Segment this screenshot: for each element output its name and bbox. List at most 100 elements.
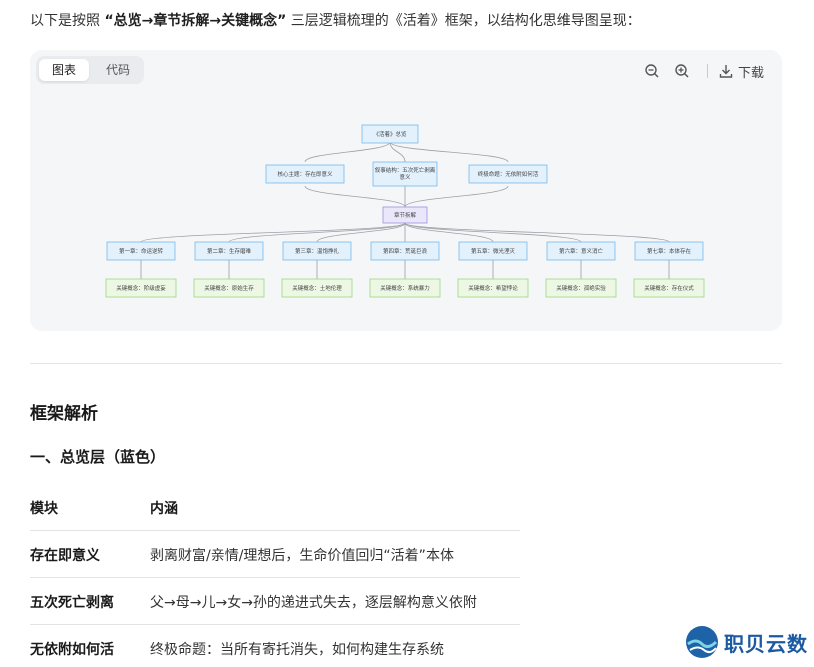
- node-root-label: 《活着》总览: [373, 130, 407, 138]
- node-concept-1-box: [105, 278, 177, 298]
- node-concept-7: 关键概念：存在仪式: [633, 278, 705, 298]
- node-chapter-6-box: [546, 241, 616, 261]
- node-chapter-1-label: 第一章：命运逆转: [119, 247, 164, 255]
- table-row-3-module: 无依附如何活: [30, 642, 114, 658]
- node-overview-2-label: 叙事结构：五次死亡剥离意义: [375, 166, 436, 181]
- node-overview-2-box: [372, 161, 438, 187]
- node-concept-2: 关键概念：原始生存: [193, 278, 265, 298]
- node-root-box: [361, 124, 419, 144]
- table-row-1-module: 存在即意义: [30, 548, 100, 564]
- node-concept-2-box: [193, 278, 265, 298]
- download-icon: [719, 65, 733, 78]
- node-concept-4-label: 关键概念：系统暴力: [380, 284, 430, 292]
- view-switcher: 图表 代码: [36, 56, 144, 84]
- node-chapter-2: 第二章：生存磨难: [194, 241, 264, 261]
- row-divider: [30, 624, 520, 625]
- node-hub-label: 章节拆解: [394, 211, 417, 219]
- edge-root-overview: [389, 141, 406, 163]
- node-chapter-3: 第三章：温饱挣扎: [282, 241, 352, 261]
- toolbar-divider: [706, 64, 708, 78]
- node-overview-2: 叙事结构：五次死亡剥离意义: [372, 161, 438, 187]
- table-row-2-meaning: 父→母→儿→女→孙的递进式失去，逐层解构意义依附: [150, 595, 477, 611]
- header-divider: [30, 530, 520, 531]
- edge-root-overview: [304, 141, 391, 163]
- edge-hub-chapter: [140, 222, 406, 243]
- node-overview-1: 核心主题：存在即意义: [265, 164, 345, 184]
- section-title: 框架解析: [30, 404, 98, 424]
- node-chapter-4: 第四章：荒诞巨浪: [370, 241, 440, 261]
- edge-hub-chapter: [404, 222, 582, 243]
- intro-text: 以下是按照 “总览→章节拆解→关键概念” 三层逻辑梳理的《活着》框架，以结构化思…: [30, 10, 641, 30]
- intro-suffix: 三层逻辑梳理的《活着》框架，以结构化思维导图呈现：: [286, 13, 641, 29]
- table-row-2-module: 五次死亡剥离: [30, 595, 114, 611]
- node-concept-3-label: 关键概念：土地伦理: [292, 284, 342, 292]
- table-row-3-meaning: 终极命题：当所有寄托消失，如何构建生存系统: [150, 642, 444, 658]
- section-divider: [30, 363, 782, 364]
- diagram-panel: 图表 代码 下载 《活着》总览核心主题：存在即意义 叙事结构：五次死亡剥离意义 终极…: [30, 50, 782, 331]
- node-chapter-5-box: [458, 241, 528, 261]
- intro-prefix: 以下是按照: [30, 13, 105, 29]
- table-header-meaning: 内涵: [150, 501, 178, 517]
- node-chapter-7-box: [634, 241, 704, 261]
- edge-overview-hub: [304, 185, 406, 208]
- table-header-module: 模块: [30, 501, 58, 517]
- node-chapter-1-box: [106, 241, 176, 261]
- edge-root-overview: [389, 141, 509, 163]
- table-row-1-meaning: 剥离财富/亲情/理想后，生命价值回归“活着”本体: [150, 548, 454, 564]
- zoom-in-icon[interactable]: [671, 60, 693, 82]
- intro-highlight: “总览→章节拆解→关键概念”: [104, 13, 287, 29]
- node-chapter-2-label: 第二章：生存磨难: [207, 247, 252, 255]
- node-chapter-4-box: [370, 241, 440, 261]
- node-concept-5-label: 关键概念：希望悖论: [468, 284, 518, 292]
- tab-code[interactable]: 代码: [105, 63, 130, 77]
- node-concept-4-box: [369, 278, 441, 298]
- diagram-toolbar: 下载: [633, 60, 764, 82]
- node-concept-5: 关键概念：希望悖论: [457, 278, 529, 298]
- node-concept-6-box: [545, 278, 617, 298]
- node-concept-2-label: 关键概念：原始生存: [204, 284, 254, 292]
- node-concept-3-box: [281, 278, 353, 298]
- node-overview-3-box: [468, 164, 548, 184]
- node-chapter-5-label: 第五章：微光湮灭: [471, 247, 516, 255]
- node-concept-3: 关键概念：土地伦理: [281, 278, 353, 298]
- edge-overview-hub: [404, 185, 509, 208]
- edge-hub-chapter: [404, 222, 670, 243]
- node-overview-3: 终极命题：无依附如何活: [468, 164, 548, 184]
- edge-hub-chapter: [316, 222, 406, 243]
- node-overview-3-label: 终极命题：无依附如何活: [478, 170, 539, 178]
- node-chapter-2-box: [194, 241, 264, 261]
- node-chapter-5: 第五章：微光湮灭: [458, 241, 528, 261]
- node-root: 《活着》总览: [361, 124, 419, 144]
- node-concept-1: 关键概念：阶级虚妄: [105, 278, 177, 298]
- node-concept-4: 关键概念：系统暴力: [369, 278, 441, 298]
- node-concept-7-label: 关键概念：存在仪式: [644, 284, 694, 292]
- node-chapter-7: 第七章：本体存在: [634, 241, 704, 261]
- node-concept-5-box: [457, 278, 529, 298]
- node-chapter-6: 第六章：意义消亡: [546, 241, 616, 261]
- node-hub-box: [382, 206, 428, 224]
- subsection-title: 一、总览层（蓝色）: [30, 448, 166, 466]
- node-chapter-4-label: 第四章：荒诞巨浪: [383, 247, 428, 255]
- globe-logo-icon: [686, 626, 718, 658]
- node-chapter-3-label: 第三章：温饱挣扎: [295, 247, 340, 255]
- node-concept-7-box: [633, 278, 705, 298]
- watermark-logo: 职贝云数: [684, 622, 808, 662]
- node-hub: 章节拆解: [382, 206, 428, 224]
- node-overview-1-box: [265, 164, 345, 184]
- tab-chart[interactable]: 图表: [39, 59, 89, 81]
- node-concept-1-label: 关键概念：阶级虚妄: [116, 284, 166, 292]
- node-chapter-1: 第一章：命运逆转: [106, 241, 176, 261]
- row-divider: [30, 577, 520, 578]
- node-concept-6-label: 关键概念：孤绝实验: [556, 284, 606, 292]
- edge-hub-chapter: [228, 222, 406, 243]
- node-chapter-3-box: [282, 241, 352, 261]
- download-label: 下载: [737, 65, 764, 81]
- node-chapter-7-label: 第七章：本体存在: [647, 247, 692, 255]
- zoom-out-icon[interactable]: [641, 60, 663, 82]
- node-chapter-6-label: 第六章：意义消亡: [559, 247, 604, 255]
- watermark-text: 职贝云数: [724, 631, 808, 656]
- download-button[interactable]: 下载: [718, 62, 764, 81]
- mind-map-edges: [140, 141, 670, 279]
- edge-hub-chapter: [404, 222, 494, 243]
